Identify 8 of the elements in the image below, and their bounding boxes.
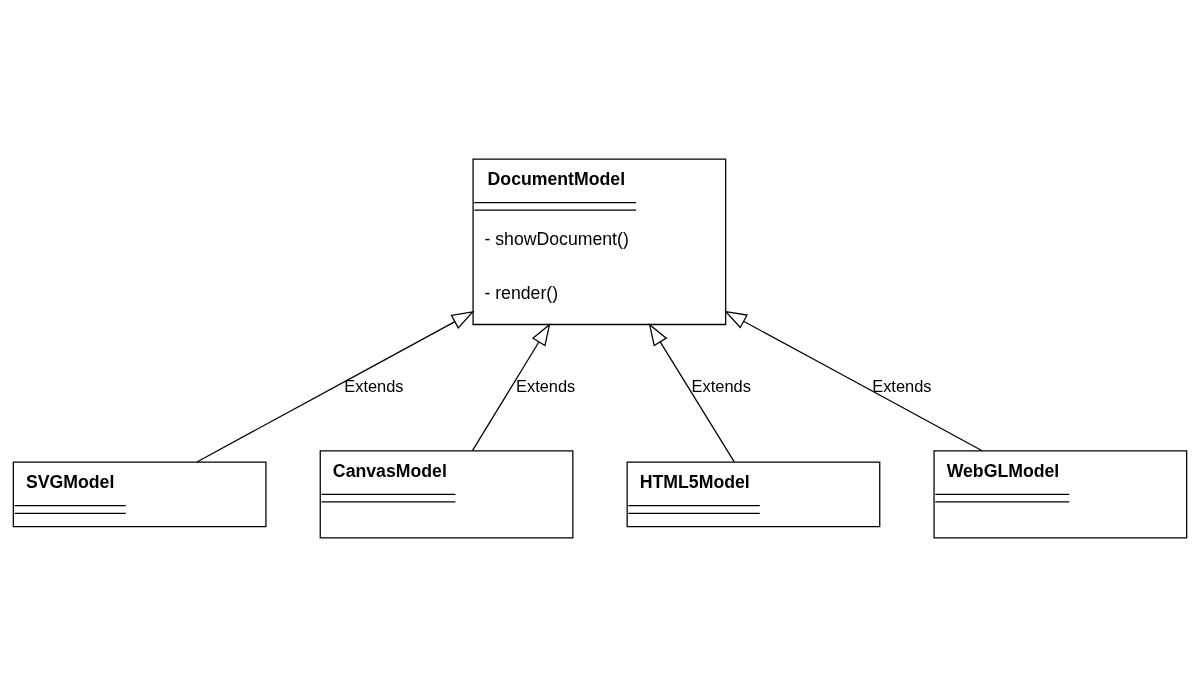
edge-label: Extends — [344, 376, 404, 395]
arrow — [724, 310, 983, 451]
edge-label: Extends — [872, 376, 932, 395]
arrow — [196, 310, 475, 463]
edge-label: Extends — [691, 376, 751, 395]
edge-label: Extends — [516, 376, 576, 395]
arrow — [648, 322, 735, 463]
arrow — [471, 322, 551, 451]
